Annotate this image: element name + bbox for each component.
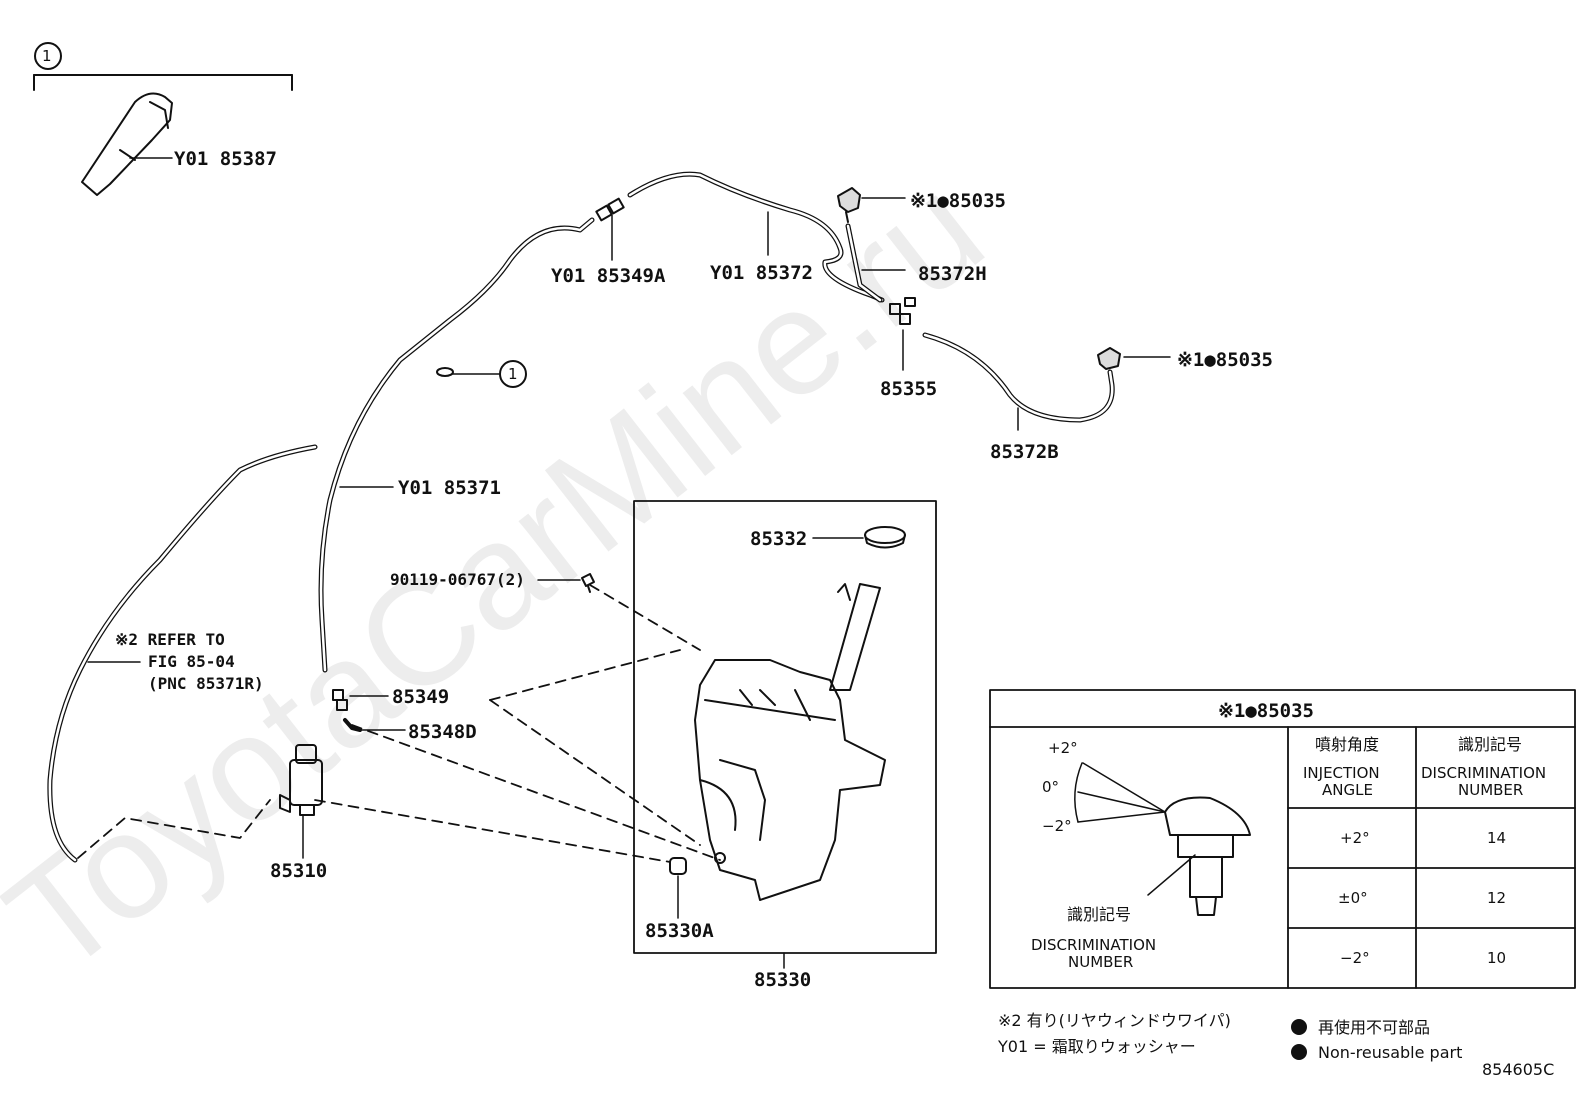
joint-85349 [332, 689, 348, 711]
row3-number: 10 [1487, 949, 1506, 967]
cap-85332 [864, 526, 906, 549]
nozzle-label-en-1: DISCRIMINATION [1031, 936, 1156, 954]
angle-zero: 0° [1042, 778, 1059, 796]
label-85349: 85349 [392, 686, 449, 708]
legend-nonreusable-en: Non-reusable part [1318, 1043, 1462, 1062]
label-85372B: 85372B [990, 441, 1059, 463]
col2-jp: 識別記号 [1458, 735, 1522, 754]
label-85348D: 85348D [408, 721, 477, 743]
row2-number: 12 [1487, 889, 1506, 907]
callout-number-top: 1 [42, 47, 52, 65]
legend-bullet-en [1291, 1044, 1307, 1060]
col1-en-1: INJECTION [1303, 764, 1380, 782]
label-85371: Y01 85371 [398, 477, 501, 499]
refer-note-line3: (PNC 85371R) [148, 674, 264, 693]
nozzle-right-85035 [1097, 347, 1121, 370]
angle-plus: +2° [1048, 739, 1078, 757]
dashed-guides [77, 584, 721, 863]
row2-angle: ±0° [1338, 889, 1368, 907]
label-85387: Y01 85387 [174, 148, 277, 170]
diagram-id: 854605C [1482, 1060, 1554, 1079]
col2-en-1: DISCRIMINATION [1421, 764, 1546, 782]
refer-note-line2: FIG 85-04 [148, 652, 235, 671]
legend-note2: ※2 有り(リヤウィンドウワイパ) [998, 1011, 1231, 1030]
cover-85387 [81, 92, 173, 196]
reservoir-frame [633, 500, 937, 954]
label-85330: 85330 [754, 969, 811, 991]
label-85355: 85355 [880, 378, 937, 400]
pump-85310 [279, 744, 323, 816]
nozzle-label-en-2: NUMBER [1068, 953, 1133, 971]
row3-angle: −2° [1340, 949, 1370, 967]
nozzle-top-85035 [837, 187, 861, 223]
col2-en-2: NUMBER [1458, 781, 1523, 799]
joint-85355 [889, 297, 916, 325]
label-85330A: 85330A [645, 920, 714, 942]
angle-minus: −2° [1042, 817, 1072, 835]
nozzle-label-jp: 識別記号 [1067, 905, 1131, 924]
nozzle-illustration [1147, 796, 1251, 916]
label-85372H: 85372H [918, 263, 987, 285]
legend-nonreusable-jp: 再使用不可部品 [1318, 1018, 1430, 1037]
angle-illustration [1074, 762, 1166, 823]
table-title: ※1●85035 [1218, 700, 1314, 722]
callout-number-hose: 1 [508, 365, 518, 383]
row1-number: 14 [1487, 829, 1506, 847]
bolt-90119 [581, 573, 595, 593]
callout-circle-hose [499, 360, 527, 388]
legend-y01: Y01 = 霜取りウォッシャー [997, 1037, 1196, 1056]
label-90119: 90119-06767(2) [390, 570, 525, 589]
reservoir-tank-85330 [694, 583, 886, 901]
grommet-85330A [669, 857, 687, 875]
label-85310: 85310 [270, 860, 327, 882]
label-85332: 85332 [750, 528, 807, 550]
elbow-85348D [343, 718, 362, 732]
callout-circle-top [34, 42, 62, 70]
label-85349A: Y01 85349A [551, 265, 666, 287]
refer-note-line1: ※2 REFER TO [115, 630, 225, 649]
label-85372: Y01 85372 [710, 262, 813, 284]
row1-angle: +2° [1340, 829, 1370, 847]
col1-en-2: ANGLE [1322, 781, 1373, 799]
col1-jp: 噴射角度 [1315, 735, 1379, 754]
label-85035-top: ※1●85035 [910, 190, 1006, 212]
joint-85349A [595, 197, 625, 222]
nozzle-table [989, 689, 1576, 989]
callout-bracket [33, 74, 293, 91]
label-85035-right: ※1●85035 [1177, 349, 1273, 371]
hose-85372B [922, 332, 1115, 423]
legend-bullet [1291, 1019, 1307, 1035]
